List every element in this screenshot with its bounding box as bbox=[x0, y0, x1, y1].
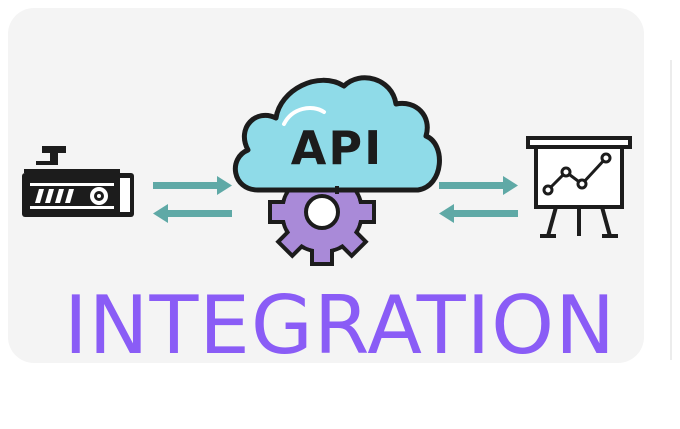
api-label: API bbox=[291, 121, 383, 175]
left-bidirectional-arrows bbox=[153, 176, 232, 223]
cloud-icon: API bbox=[232, 75, 442, 194]
gear-icon bbox=[268, 158, 376, 266]
adjacent-panel-edge bbox=[670, 60, 672, 360]
right-bidirectional-arrows bbox=[439, 176, 518, 223]
arrow-right bbox=[153, 176, 232, 195]
integration-title: INTEGRATION bbox=[64, 279, 616, 372]
projector-device-icon bbox=[22, 146, 134, 217]
arrow-right bbox=[439, 176, 518, 195]
arrow-left bbox=[153, 204, 232, 223]
arrow-left bbox=[439, 204, 518, 223]
presentation-chart-icon bbox=[526, 136, 632, 238]
